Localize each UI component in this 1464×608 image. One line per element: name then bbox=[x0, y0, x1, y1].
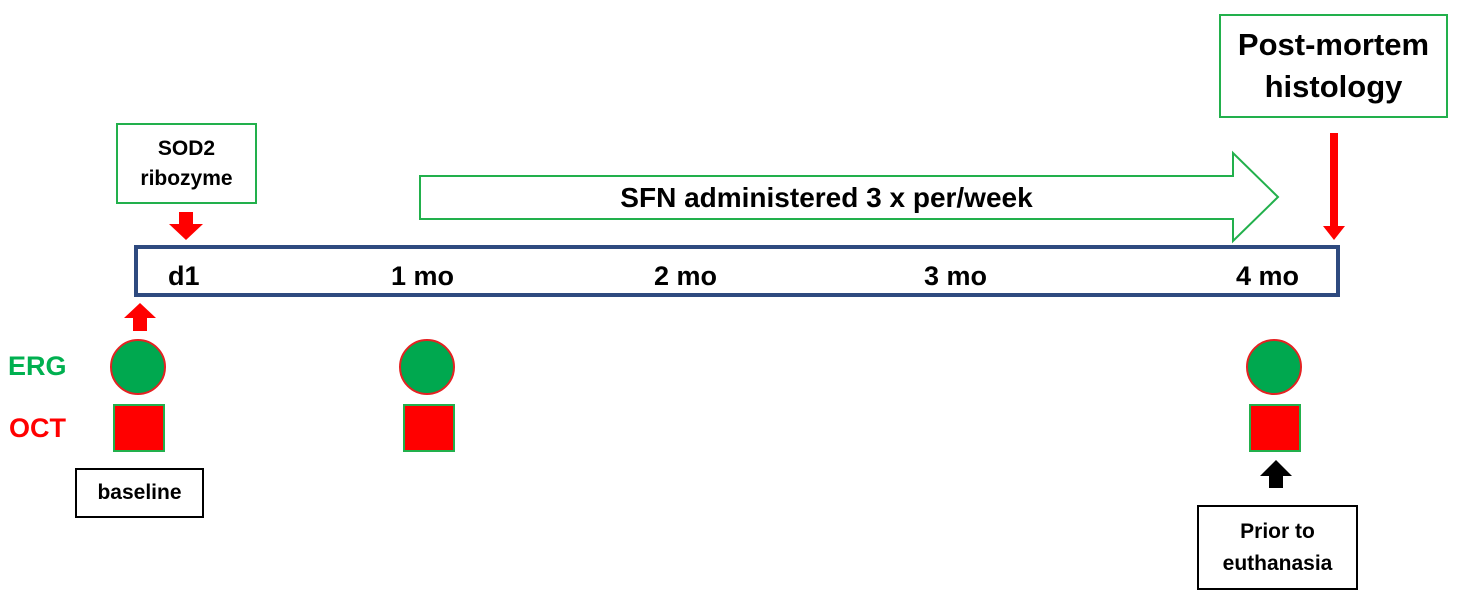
prior-box: Prior to euthanasia bbox=[1197, 505, 1358, 590]
prior-line-2: euthanasia bbox=[1222, 551, 1333, 575]
tick-d1: d1 bbox=[168, 261, 200, 291]
tick-2mo: 2 mo bbox=[654, 261, 718, 291]
erg-label: ERG bbox=[8, 351, 67, 381]
oct-label: OCT bbox=[9, 413, 66, 443]
postmortem-down-arrow bbox=[1323, 133, 1345, 240]
sfn-arrow-shape bbox=[419, 150, 1280, 244]
baseline-box: baseline bbox=[75, 468, 204, 518]
erg-marker-baseline bbox=[110, 339, 166, 395]
baseline-up-arrow bbox=[124, 303, 156, 331]
sod2-line-1: SOD2 bbox=[157, 136, 216, 160]
prior-up-arrow bbox=[1260, 460, 1292, 488]
postmortem-box: Post-mortem histology bbox=[1219, 14, 1448, 118]
erg-marker-1mo bbox=[399, 339, 455, 395]
timeline-bar: d1 1 mo 2 mo 3 mo 4 mo bbox=[134, 245, 1340, 297]
tick-4mo: 4 mo bbox=[1236, 261, 1300, 291]
tick-1mo: 1 mo bbox=[391, 261, 455, 291]
oct-marker-1mo bbox=[403, 404, 455, 452]
sod2-down-arrow bbox=[169, 212, 203, 240]
sod2-box: SOD2 ribozyme bbox=[116, 123, 257, 204]
postmortem-line-1: Post-mortem bbox=[1237, 27, 1430, 62]
tick-3mo: 3 mo bbox=[924, 261, 988, 291]
sfn-arrow-label: SFN administered 3 x per/week bbox=[620, 182, 1033, 213]
prior-line-1: Prior to bbox=[1240, 519, 1315, 543]
baseline-text: baseline bbox=[97, 481, 182, 504]
oct-marker-baseline bbox=[113, 404, 165, 452]
erg-marker-4mo bbox=[1246, 339, 1302, 395]
oct-marker-4mo bbox=[1249, 404, 1301, 452]
postmortem-line-2: histology bbox=[1264, 69, 1403, 104]
sod2-line-2: ribozyme bbox=[140, 166, 233, 190]
